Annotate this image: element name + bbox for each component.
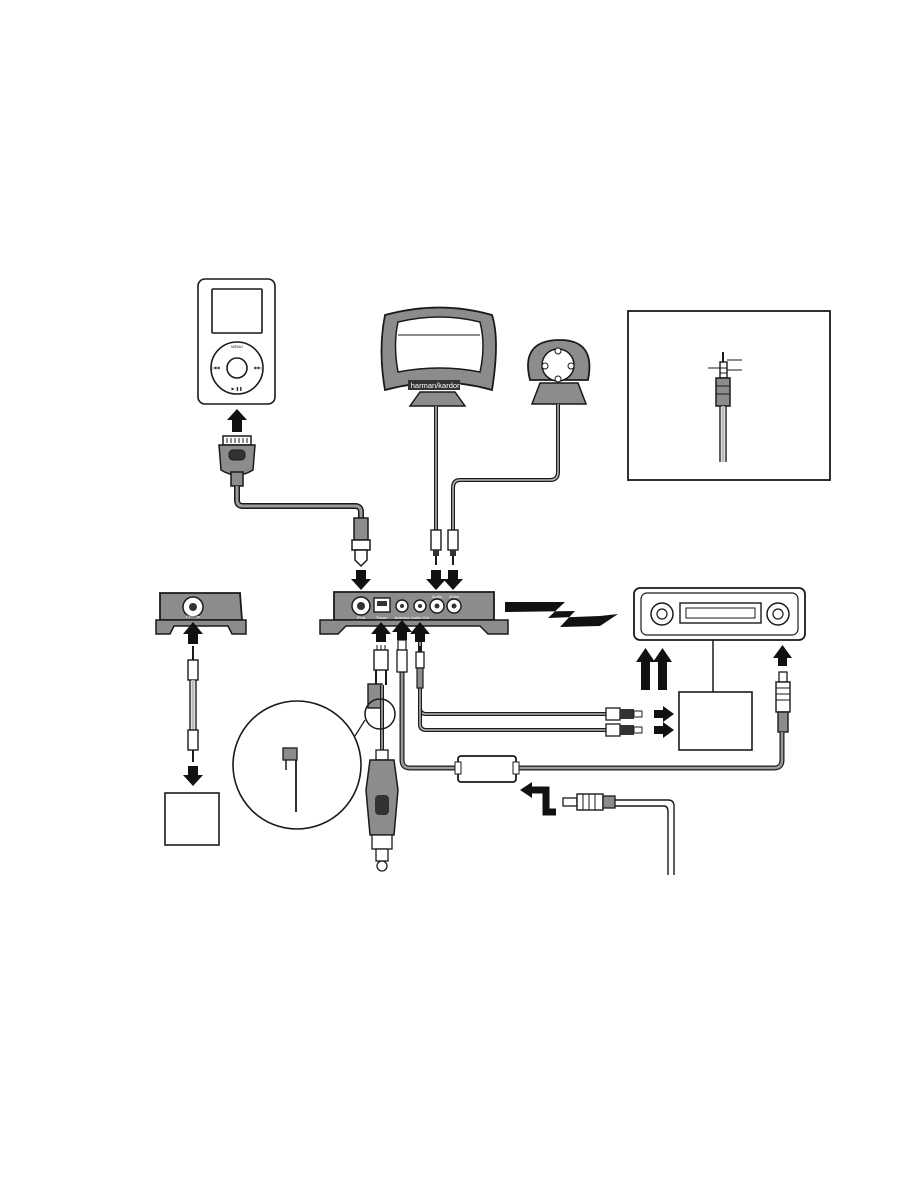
av-plug-detail-inset: [627, 310, 831, 481]
hub-audio-out-label: Audio Out: [411, 615, 430, 620]
car-antenna-plug-icon: [562, 793, 675, 875]
hub-video-label: Video: [449, 594, 460, 599]
ipod-device-icon: MENU |◀◀ ▶▶| ▶ ❚❚: [197, 278, 276, 405]
remote-cable-icon: [187, 646, 199, 762]
arrow-up-icon: [636, 645, 792, 690]
arrow-up-icon: [183, 622, 203, 644]
display-plug-icon: [430, 529, 442, 565]
camera-icon: [527, 339, 591, 405]
arrow-right-icon: [654, 706, 674, 738]
car-radio-icon: [633, 587, 806, 641]
antenna-plug-icon: [775, 671, 791, 733]
arrow-up-icon: [410, 622, 430, 642]
camera-plug-icon: [447, 529, 459, 565]
ipod-prev-label: |◀◀: [212, 365, 220, 370]
ipod-play-label: ▶ ❚❚: [232, 386, 243, 391]
aux-adapter-box: [678, 691, 753, 751]
hub-audio-label: Audio: [432, 594, 443, 599]
antenna-splitter-cable: [399, 670, 785, 783]
video-display-icon: harman/kardon: [380, 306, 497, 407]
fuse-detail-callout: [364, 698, 396, 730]
power-cable-icon: [367, 645, 389, 750]
display-brand-label: harman/kardon: [411, 381, 461, 390]
ipod-next-label: ▶▶|: [254, 365, 261, 370]
remote-target-box: [164, 792, 220, 846]
arrow-up-icon: [371, 622, 391, 642]
arrow-up-icon: [227, 409, 247, 432]
hub-dock-label: iPod: [357, 615, 365, 620]
arrow-up-icon: [392, 620, 412, 640]
arrow-down-icon: [183, 766, 203, 786]
audio-out-plug-icon: [415, 646, 425, 689]
hub-antenna-label: Antenna: [395, 615, 411, 620]
remote-receiver-icon: Remote: [155, 592, 247, 635]
arrow-down-icon: [426, 570, 463, 590]
antenna-plug-hub-icon: [396, 639, 408, 673]
ipod-cable-plug-icon: [351, 517, 371, 568]
rca-audio-cable: [418, 640, 643, 737]
hub-power-label: Power: [376, 615, 388, 620]
cigarette-lighter-plug-icon: [365, 749, 399, 872]
magnified-detail-icon: [232, 700, 366, 830]
wireless-transmit-arrow-icon: [505, 602, 618, 627]
camera-cable: [451, 404, 560, 532]
remote-port-label: Remote: [186, 614, 201, 619]
arrow-down-icon: [351, 570, 371, 590]
arrow-bent-icon: [520, 782, 556, 816]
interface-hub-icon: iPod Power Antenna Audio Out Audio Video: [319, 591, 509, 635]
ipod-menu-label: MENU: [231, 344, 243, 349]
dock-connector-icon: [218, 435, 256, 487]
ipod-cable: [234, 486, 364, 520]
